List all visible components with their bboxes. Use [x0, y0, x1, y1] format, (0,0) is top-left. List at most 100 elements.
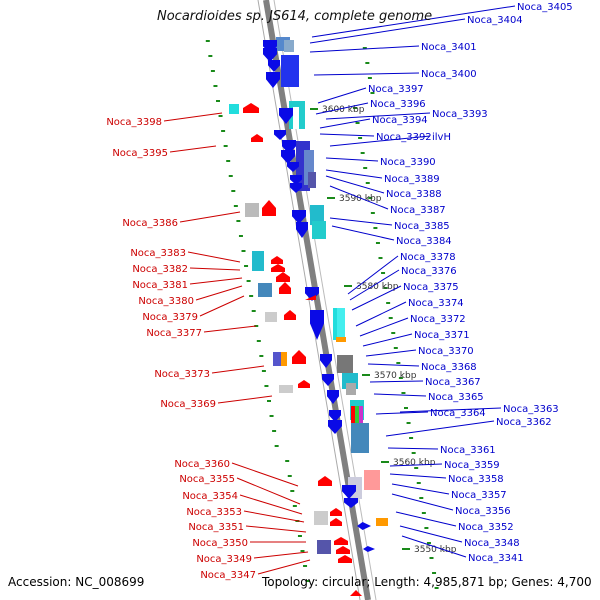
- tick-mark-left: [274, 445, 279, 447]
- forward-gene-label[interactable]: Noca_3404: [467, 15, 523, 26]
- reverse-gene-label[interactable]: Noca_3350: [192, 538, 248, 549]
- tick-mark-right: [373, 227, 378, 229]
- forward-gene-label[interactable]: Noca_3396: [370, 99, 426, 110]
- reverse-leader-line: [257, 559, 311, 575]
- forward-gene-label[interactable]: Noca_3384: [396, 236, 452, 247]
- reverse-gene-label[interactable]: Noca_3349: [196, 554, 252, 565]
- reverse-gene-label[interactable]: Noca_3380: [138, 296, 194, 307]
- forward-gene-label[interactable]: Noca_3376: [401, 266, 457, 277]
- reverse-gene-arrow: [338, 555, 352, 563]
- tick-mark-right: [368, 197, 373, 199]
- forward-gene-label[interactable]: ilvH: [432, 132, 451, 143]
- reverse-gene-arrow: [318, 476, 332, 486]
- forward-gene-label[interactable]: Noca_3389: [384, 174, 440, 185]
- tick-mark-left: [251, 310, 256, 312]
- forward-gene-label[interactable]: Noca_3359: [444, 460, 500, 471]
- reverse-gene-label[interactable]: Noca_3379: [142, 312, 198, 323]
- tick-mark-right: [381, 272, 386, 274]
- reverse-gene-label[interactable]: Noca_3354: [182, 491, 238, 502]
- tick-mark-left: [216, 100, 220, 102]
- forward-gene-label[interactable]: Noca_3405: [517, 2, 573, 13]
- forward-leader-line: [367, 363, 420, 367]
- forward-gene-label[interactable]: Noca_3356: [455, 506, 511, 517]
- forward-gene-label[interactable]: Noca_3368: [421, 362, 477, 373]
- reverse-gene-label[interactable]: Noca_3383: [130, 248, 186, 259]
- reverse-gene-arrow: [243, 103, 259, 113]
- kbp-scale-label: 3550 kbp: [414, 545, 457, 555]
- forward-leader-line: [389, 463, 443, 467]
- gene-feature-block: [258, 283, 272, 297]
- reverse-gene-label[interactable]: Noca_3355: [179, 474, 235, 485]
- reverse-leader-line: [169, 145, 217, 153]
- forward-gene-label[interactable]: Noca_3372: [410, 314, 466, 325]
- forward-gene-label[interactable]: Noca_3392: [376, 132, 432, 143]
- forward-gene-label[interactable]: Noca_3341: [468, 553, 524, 564]
- reverse-leader-line: [199, 295, 245, 317]
- forward-gene-label[interactable]: Noca_3390: [380, 157, 436, 168]
- forward-gene-arrow: [344, 498, 358, 508]
- tick-mark-left: [272, 430, 277, 432]
- tick-mark-left: [303, 565, 308, 567]
- forward-gene-label[interactable]: Noca_3375: [403, 282, 459, 293]
- forward-leader-line: [329, 185, 389, 210]
- forward-gene-label[interactable]: Noca_3362: [496, 417, 552, 428]
- reverse-gene-label[interactable]: Noca_3351: [188, 522, 244, 533]
- tick-mark-left: [228, 175, 233, 177]
- forward-gene-label[interactable]: Noca_3401: [421, 42, 477, 53]
- reverse-gene-label[interactable]: Noca_3386: [122, 218, 178, 229]
- reverse-gene-label[interactable]: Noca_3398: [106, 117, 162, 128]
- reverse-gene-label[interactable]: Noca_3360: [174, 459, 230, 470]
- reverse-gene-label[interactable]: Noca_3377: [146, 328, 202, 339]
- forward-gene-label[interactable]: Noca_3400: [421, 69, 477, 80]
- forward-gene-label[interactable]: Noca_3364: [430, 408, 486, 419]
- forward-gene-label[interactable]: Noca_3357: [451, 490, 507, 501]
- kbp-tick-mark: [381, 461, 389, 463]
- tick-mark-left: [254, 325, 259, 327]
- kbp-scale-label: 3560 kbp: [393, 458, 436, 468]
- reverse-gene-arrow: [276, 272, 290, 282]
- kbp-tick-mark: [402, 548, 410, 550]
- forward-gene-label[interactable]: Noca_3393: [432, 109, 488, 120]
- reverse-gene-arrow: [334, 537, 348, 545]
- forward-gene-label[interactable]: Noca_3394: [372, 115, 428, 126]
- kbp-scale-label: 3580 kbp: [356, 282, 399, 292]
- tick-mark-left: [231, 190, 236, 192]
- forward-leader-line: [391, 493, 454, 511]
- forward-gene-label[interactable]: Noca_3367: [425, 377, 481, 388]
- forward-gene-label[interactable]: Noca_3365: [428, 392, 484, 403]
- forward-gene-label[interactable]: Noca_3352: [458, 522, 514, 533]
- forward-leader-line: [311, 5, 516, 38]
- forward-leader-line: [315, 102, 369, 115]
- tick-mark-left: [241, 250, 246, 252]
- forward-gene-label[interactable]: Noca_3397: [368, 84, 424, 95]
- tick-mark-right: [401, 392, 406, 394]
- forward-gene-label[interactable]: Noca_3385: [394, 221, 450, 232]
- forward-gene-arrow: [328, 420, 342, 434]
- forward-gene-label[interactable]: Noca_3388: [386, 189, 442, 200]
- reverse-gene-label[interactable]: Noca_3369: [160, 399, 216, 410]
- forward-gene-label[interactable]: Noca_3348: [464, 538, 520, 549]
- forward-gene-label[interactable]: Noca_3374: [408, 298, 464, 309]
- forward-leader-line: [309, 18, 466, 44]
- forward-gene-label[interactable]: Noca_3371: [414, 330, 470, 341]
- reverse-gene-label[interactable]: Noca_3353: [186, 507, 242, 518]
- forward-gene-label[interactable]: Noca_3378: [400, 252, 456, 263]
- reverse-gene-arrow: [330, 518, 342, 526]
- reverse-leader-line: [243, 510, 305, 523]
- forward-gene-label[interactable]: Noca_3370: [418, 346, 474, 357]
- reverse-gene-arrow: [279, 282, 291, 294]
- gene-feature-block: [229, 104, 239, 114]
- forward-gene-label[interactable]: Noca_3387: [390, 205, 446, 216]
- reverse-gene-label[interactable]: Noca_3373: [154, 369, 210, 380]
- forward-gene-label[interactable]: Noca_3358: [448, 474, 504, 485]
- reverse-gene-label[interactable]: Noca_3381: [132, 280, 188, 291]
- forward-gene-arrow: [266, 72, 280, 88]
- forward-gene-label[interactable]: Noca_3361: [440, 445, 496, 456]
- forward-gene-label[interactable]: Noca_3363: [503, 404, 559, 415]
- tick-mark-right: [406, 422, 411, 424]
- reverse-gene-label[interactable]: Noca_3395: [112, 148, 168, 159]
- tick-mark-left: [249, 295, 254, 297]
- reverse-gene-label[interactable]: Noca_3382: [132, 264, 188, 275]
- reverse-gene-label[interactable]: Noca_3347: [200, 570, 256, 581]
